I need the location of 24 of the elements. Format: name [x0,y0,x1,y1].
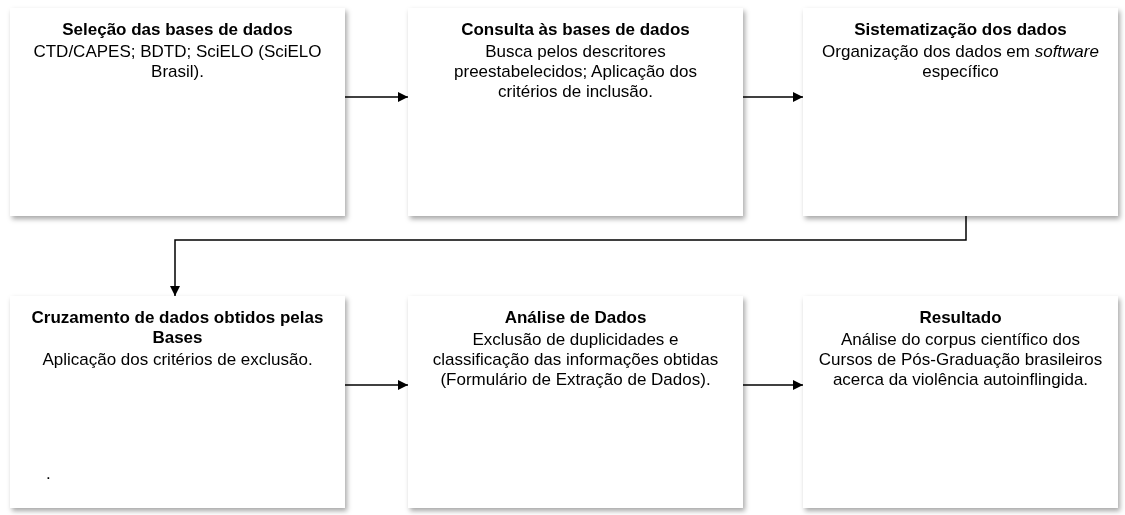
box-text: Exclusão de duplicidades e classificação das informações obtidas (Formulário de Extração de Dados). [431,330,720,390]
box-heading: Análise de Dados [503,308,648,328]
process-box [10,296,345,508]
arrow [742,380,804,390]
process-box [408,8,743,216]
box-heading: Cruzamento de dados obtidos pelas Bases [30,308,325,348]
box-text: Análise do corpus científico dos Cursos de Pós-Graduação brasileiros acerca da violência autoinflingida. [817,330,1104,390]
box-text: Organização dos dados em software específico [821,42,1100,82]
stray-mark: . [46,464,51,484]
box-heading: Consulta às bases de dados [460,20,691,40]
arrow [344,380,409,390]
box-heading: Resultado [918,308,1003,328]
box-text: Aplicação dos critérios de exclusão. [41,350,314,370]
box-heading: Seleção das bases de dados [61,20,294,40]
arrow [742,92,804,102]
arrow [170,215,967,297]
process-box [803,8,1118,216]
box-heading: Sistematização dos dados [853,20,1068,40]
process-box [803,296,1118,508]
box-text: CTD/CAPES; BDTD; SciELO (SciELO Brasil). [32,42,323,82]
process-box [10,8,345,216]
box-text: Busca pelos descritores preestabelecidos; Aplicação dos critérios de inclusão. [453,42,698,102]
process-box [408,296,743,508]
arrow [344,92,409,102]
